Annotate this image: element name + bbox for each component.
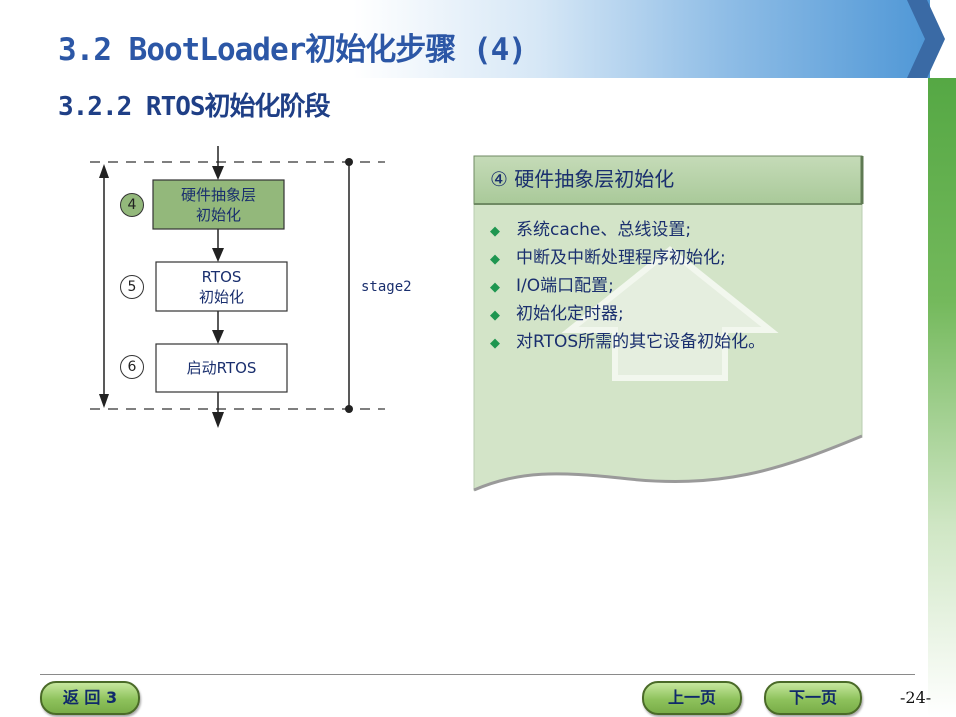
flow-arrow-5-6 <box>212 330 224 344</box>
panel-title: ④ 硬件抽象层初始化 <box>490 167 675 191</box>
bullet-item: ◆I/O端口配置; <box>490 272 765 300</box>
panel-bullet-list: ◆系统cache、总线设置; ◆中断及中断处理程序初始化; ◆I/O端口配置; … <box>490 216 765 356</box>
step-5-line2: 初始化 <box>198 288 244 306</box>
bullet-item: ◆系统cache、总线设置; <box>490 216 765 244</box>
stage-label: stage2 <box>361 279 412 295</box>
diamond-bullet-icon: ◆ <box>490 336 500 351</box>
bullet-item: ◆初始化定时器; <box>490 300 765 328</box>
flow-arrow-out <box>212 412 224 428</box>
step-number-6: 6 <box>120 355 144 379</box>
next-page-button[interactable]: 下一页 <box>764 681 862 715</box>
header-band <box>0 0 930 78</box>
header-chevron <box>907 0 945 78</box>
back-button[interactable]: 返 回 3 <box>40 681 140 715</box>
step-number-5: 5 <box>120 275 144 299</box>
arrow-watermark <box>561 246 779 381</box>
bullet-item: ◆中断及中断处理程序初始化; <box>490 244 765 272</box>
step-label-5: RTOS 初始化 <box>156 267 287 307</box>
diamond-bullet-icon: ◆ <box>490 224 500 239</box>
step-number-4: 4 <box>120 193 144 217</box>
step-4-line1: 硬件抽象层 <box>180 186 256 204</box>
prev-page-button[interactable]: 上一页 <box>642 681 742 715</box>
diamond-bullet-icon: ◆ <box>490 280 500 295</box>
step-box-6 <box>155 343 288 393</box>
step-label-6: 启动RTOS <box>156 358 287 378</box>
step-label-4: 硬件抽象层 初始化 <box>153 185 284 225</box>
diamond-bullet-icon: ◆ <box>490 252 500 267</box>
diamond-bullet-icon: ◆ <box>490 308 500 323</box>
step-box-5 <box>155 261 288 312</box>
slide-subtitle: 3.2.2 RTOS初始化阶段 <box>58 92 331 122</box>
bullet-item: ◆对RTOS所需的其它设备初始化。 <box>490 328 765 356</box>
step-4-line2: 初始化 <box>195 206 241 224</box>
right-accent-strip <box>928 78 956 717</box>
flow-arrow-4-5 <box>212 248 224 262</box>
step-5-line1: RTOS <box>201 268 242 286</box>
flow-arrow-in <box>212 166 224 180</box>
footer-divider <box>40 674 915 675</box>
step-6-line1: 启动RTOS <box>186 359 257 377</box>
step-box-4 <box>152 179 285 230</box>
page-number: -24- <box>900 688 932 707</box>
slide-title: 3.2 BootLoader初始化步骤 (4) <box>58 32 527 68</box>
